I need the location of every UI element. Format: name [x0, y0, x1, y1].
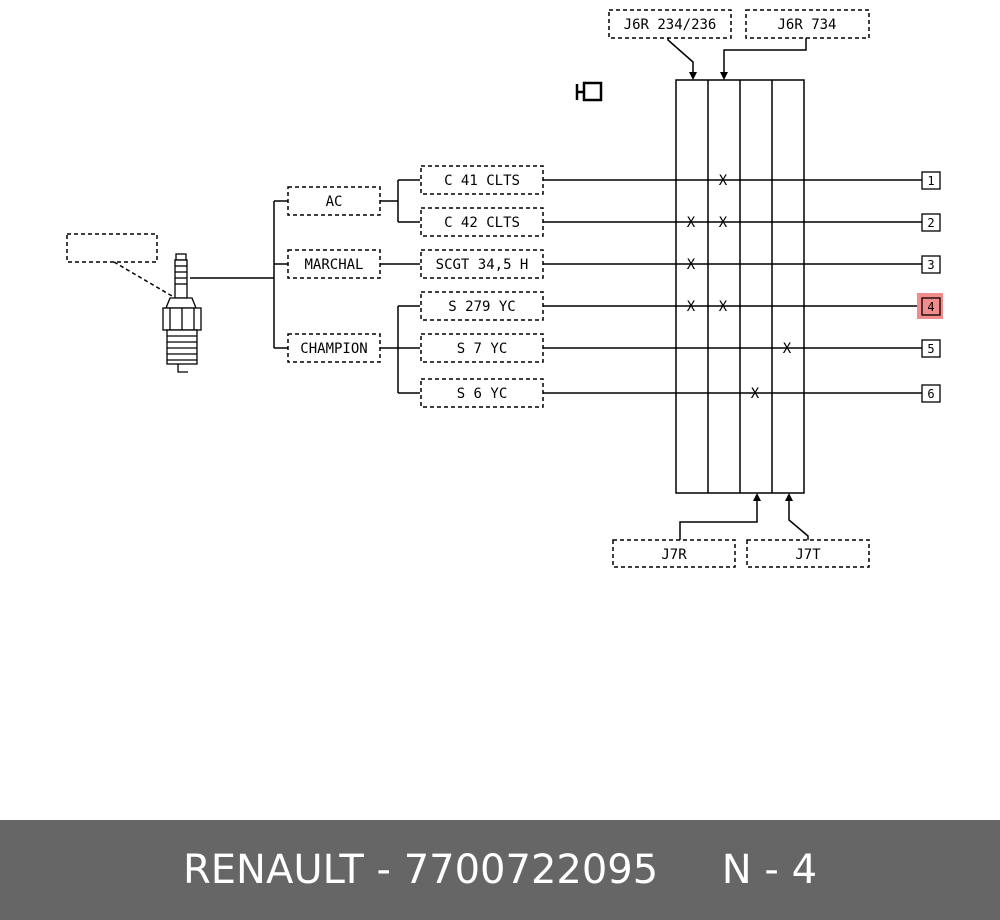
footer-bar: RENAULT - 7700722095 N - 4: [0, 820, 1000, 920]
plug-label: C 42 CLTS: [444, 215, 520, 231]
plug-row: SCGT 34,5 H X 3: [420, 249, 941, 279]
svg-text:J6R 734: J6R 734: [777, 17, 836, 33]
engine-label-bottom-2: J7T: [746, 539, 870, 568]
svg-text:AC: AC: [326, 194, 343, 210]
plug-row: S 7 YC X 5: [420, 333, 941, 363]
footer-part-number: 7700722095: [403, 847, 659, 893]
position-number-box: [921, 384, 941, 403]
position-number: 3: [927, 258, 934, 272]
plug-label: S 7 YC: [457, 341, 508, 357]
position-number: 5: [927, 342, 934, 356]
plug-label: S 279 YC: [448, 299, 515, 315]
footer-brand: RENAULT: [182, 847, 364, 893]
plug-row: S 6 YC X 6: [420, 378, 941, 408]
brand-label-marchal: MARCHAL: [287, 249, 381, 279]
plug-label-box: [420, 291, 544, 321]
svg-text:J7R: J7R: [661, 547, 687, 563]
brand-label-ac: AC: [287, 186, 381, 216]
compat-mark: X: [719, 215, 728, 231]
plug-row: C 42 CLTS X X 2: [420, 207, 941, 237]
brand-label-champion: CHAMPION: [287, 333, 381, 363]
svg-text:J6R 234/236: J6R 234/236: [624, 17, 717, 33]
compat-mark: X: [719, 173, 728, 189]
compat-mark: X: [687, 299, 696, 315]
position-number-box: [921, 339, 941, 358]
compat-mark: X: [687, 215, 696, 231]
plug-callout-box: [66, 233, 158, 263]
svg-text:MARCHAL: MARCHAL: [304, 257, 363, 273]
position-number-box: [921, 255, 941, 274]
engine-label-bottom-1: J7R: [612, 539, 736, 568]
spark-plug-icon: [162, 253, 202, 373]
plug-label: SCGT 34,5 H: [436, 257, 529, 273]
position-number: 6: [927, 387, 934, 401]
svg-text:CHAMPION: CHAMPION: [300, 341, 367, 357]
engine-label-top-1: J6R 234/236: [608, 9, 732, 39]
plug-label-box: [420, 333, 544, 363]
position-number: 4: [927, 300, 934, 314]
svg-text:J7T: J7T: [795, 547, 821, 563]
footer-gap: [658, 847, 722, 893]
plug-label: S 6 YC: [457, 386, 508, 402]
compat-mark: X: [751, 386, 760, 402]
position-number-box: [921, 213, 941, 232]
plug-label-box: [420, 207, 544, 237]
plug-label-box: [420, 378, 544, 408]
spark-plug-symbol-icon: [575, 81, 603, 102]
plug-row: C 41 CLTS X 1: [420, 165, 941, 195]
footer-separator: -: [363, 847, 404, 893]
compat-mark: X: [719, 299, 728, 315]
plug-row: S 279 YC X X 4: [420, 291, 943, 321]
engine-label-top-2: J6R 734: [745, 9, 870, 39]
position-number-box: [921, 171, 941, 190]
position-number: 2: [927, 216, 934, 230]
plug-label: C 41 CLTS: [444, 173, 520, 189]
compat-mark: X: [687, 257, 696, 273]
plug-label-box: [420, 165, 544, 195]
position-number-box: [921, 297, 941, 316]
spark-plug-compatibility-diagram: J6R 234/236 J6R 734 J7R J7T AC MARCHAL C…: [66, 9, 943, 568]
compat-mark: X: [783, 341, 792, 357]
footer-position: N - 4: [721, 847, 818, 893]
position-number: 1: [927, 174, 934, 188]
plug-label-box: [420, 249, 544, 279]
